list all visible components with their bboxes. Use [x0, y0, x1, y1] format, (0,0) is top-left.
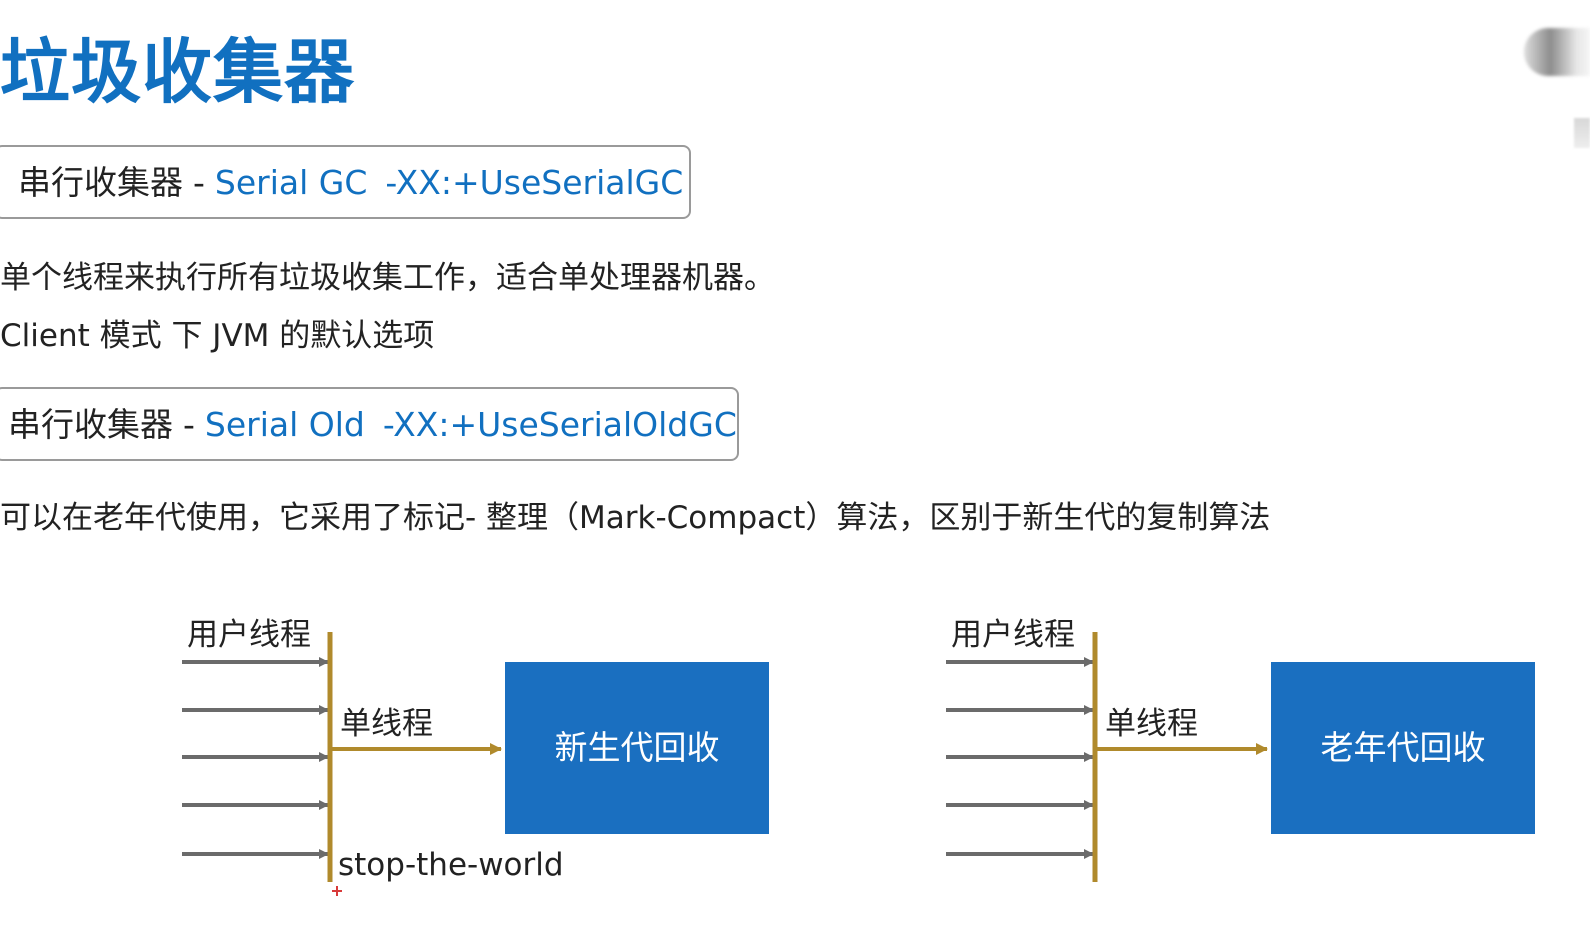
- serial-old-description: 可以在老年代使用，它采用了标记- 整理（Mark-Compact）算法，区别于新…: [0, 500, 1271, 536]
- serial-gc-description-1: 单个线程来执行所有垃圾收集工作，适合单处理器机器。: [0, 260, 775, 296]
- cursor-plus-icon: [332, 886, 342, 896]
- avatar: [1524, 28, 1590, 76]
- collector-name: Serial Old: [204, 404, 365, 444]
- collection-target-label: 新生代回收: [555, 728, 720, 767]
- collector-name: Serial GC: [214, 162, 368, 202]
- collector-flag: -XX:+UseSerialGC: [385, 162, 684, 202]
- serial-old-box: 串行收集器 - Serial Old -XX:+UseSerialOldGC: [0, 387, 739, 461]
- user-threads-label: 用户线程: [187, 617, 311, 653]
- collector-label: 串行收集器: [18, 162, 183, 202]
- user-threads-label: 用户线程: [951, 617, 1075, 653]
- single-thread-label: 单线程: [340, 706, 433, 742]
- collection-target-box: [505, 662, 769, 834]
- collector-label: 串行收集器: [8, 404, 173, 444]
- collection-target-box: [1271, 662, 1535, 834]
- serial-gc-box: 串行收集器 - Serial GC -XX:+UseSerialGC: [0, 145, 691, 219]
- serial-gc-description-2: Client 模式 下 JVM 的默认选项: [0, 318, 435, 354]
- collector-separator: -: [193, 162, 205, 202]
- stop-the-world-label: stop-the-world: [338, 847, 564, 883]
- collection-target-label: 老年代回收: [1321, 728, 1486, 767]
- blurred-watermark: [1574, 118, 1590, 148]
- page-title: 垃圾收集器: [0, 31, 355, 113]
- collector-separator: -: [183, 404, 195, 444]
- single-thread-label: 单线程: [1105, 706, 1198, 742]
- collector-flag: -XX:+UseSerialOldGC: [382, 404, 737, 444]
